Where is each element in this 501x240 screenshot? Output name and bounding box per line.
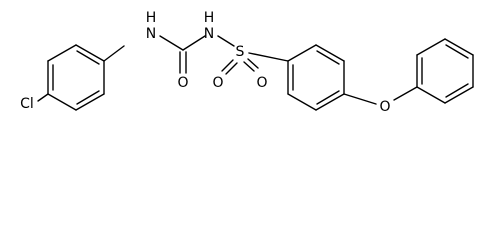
nh-sulfur-bond [217,35,235,47]
aryl-ether-bond-left [343,93,377,105]
urea-nh-right-h: H [204,10,215,26]
s-o-double-bond-left-b [225,62,238,75]
aryl-nh-bond [103,45,125,62]
chlorine-label: Cl [20,96,34,112]
urea-nh-right-n: N [204,26,214,42]
ether-oxygen-label: O [379,99,390,115]
nh-carbonyl-bond-right [182,35,206,51]
nh-carbonyl-bond-left [159,35,184,51]
urea-oxygen-label: O [177,75,188,91]
aryl-ether-bond-right [393,86,418,101]
s-o-double-bond-right-b [247,58,259,69]
phenoxy-ring [416,38,474,104]
urea-nh-left-n: N [146,26,156,42]
sulfonyl-oxygen-right-label: O [256,75,267,91]
c-cl-bond [37,93,49,102]
chlorophenyl-ring [47,44,105,111]
sulfonyl-oxygen-left-label: O [212,75,223,91]
chemical-structure-diagram: Cl H N O H N S O O O [20,10,474,115]
sulfur-aryl-bond [248,52,289,62]
urea-nh-left-h: H [146,10,157,26]
central-benzene-ring [287,44,345,111]
s-o-double-bond-left-a [221,59,234,72]
s-o-double-bond-right-a [243,61,255,72]
sulfur-label: S [236,44,245,60]
